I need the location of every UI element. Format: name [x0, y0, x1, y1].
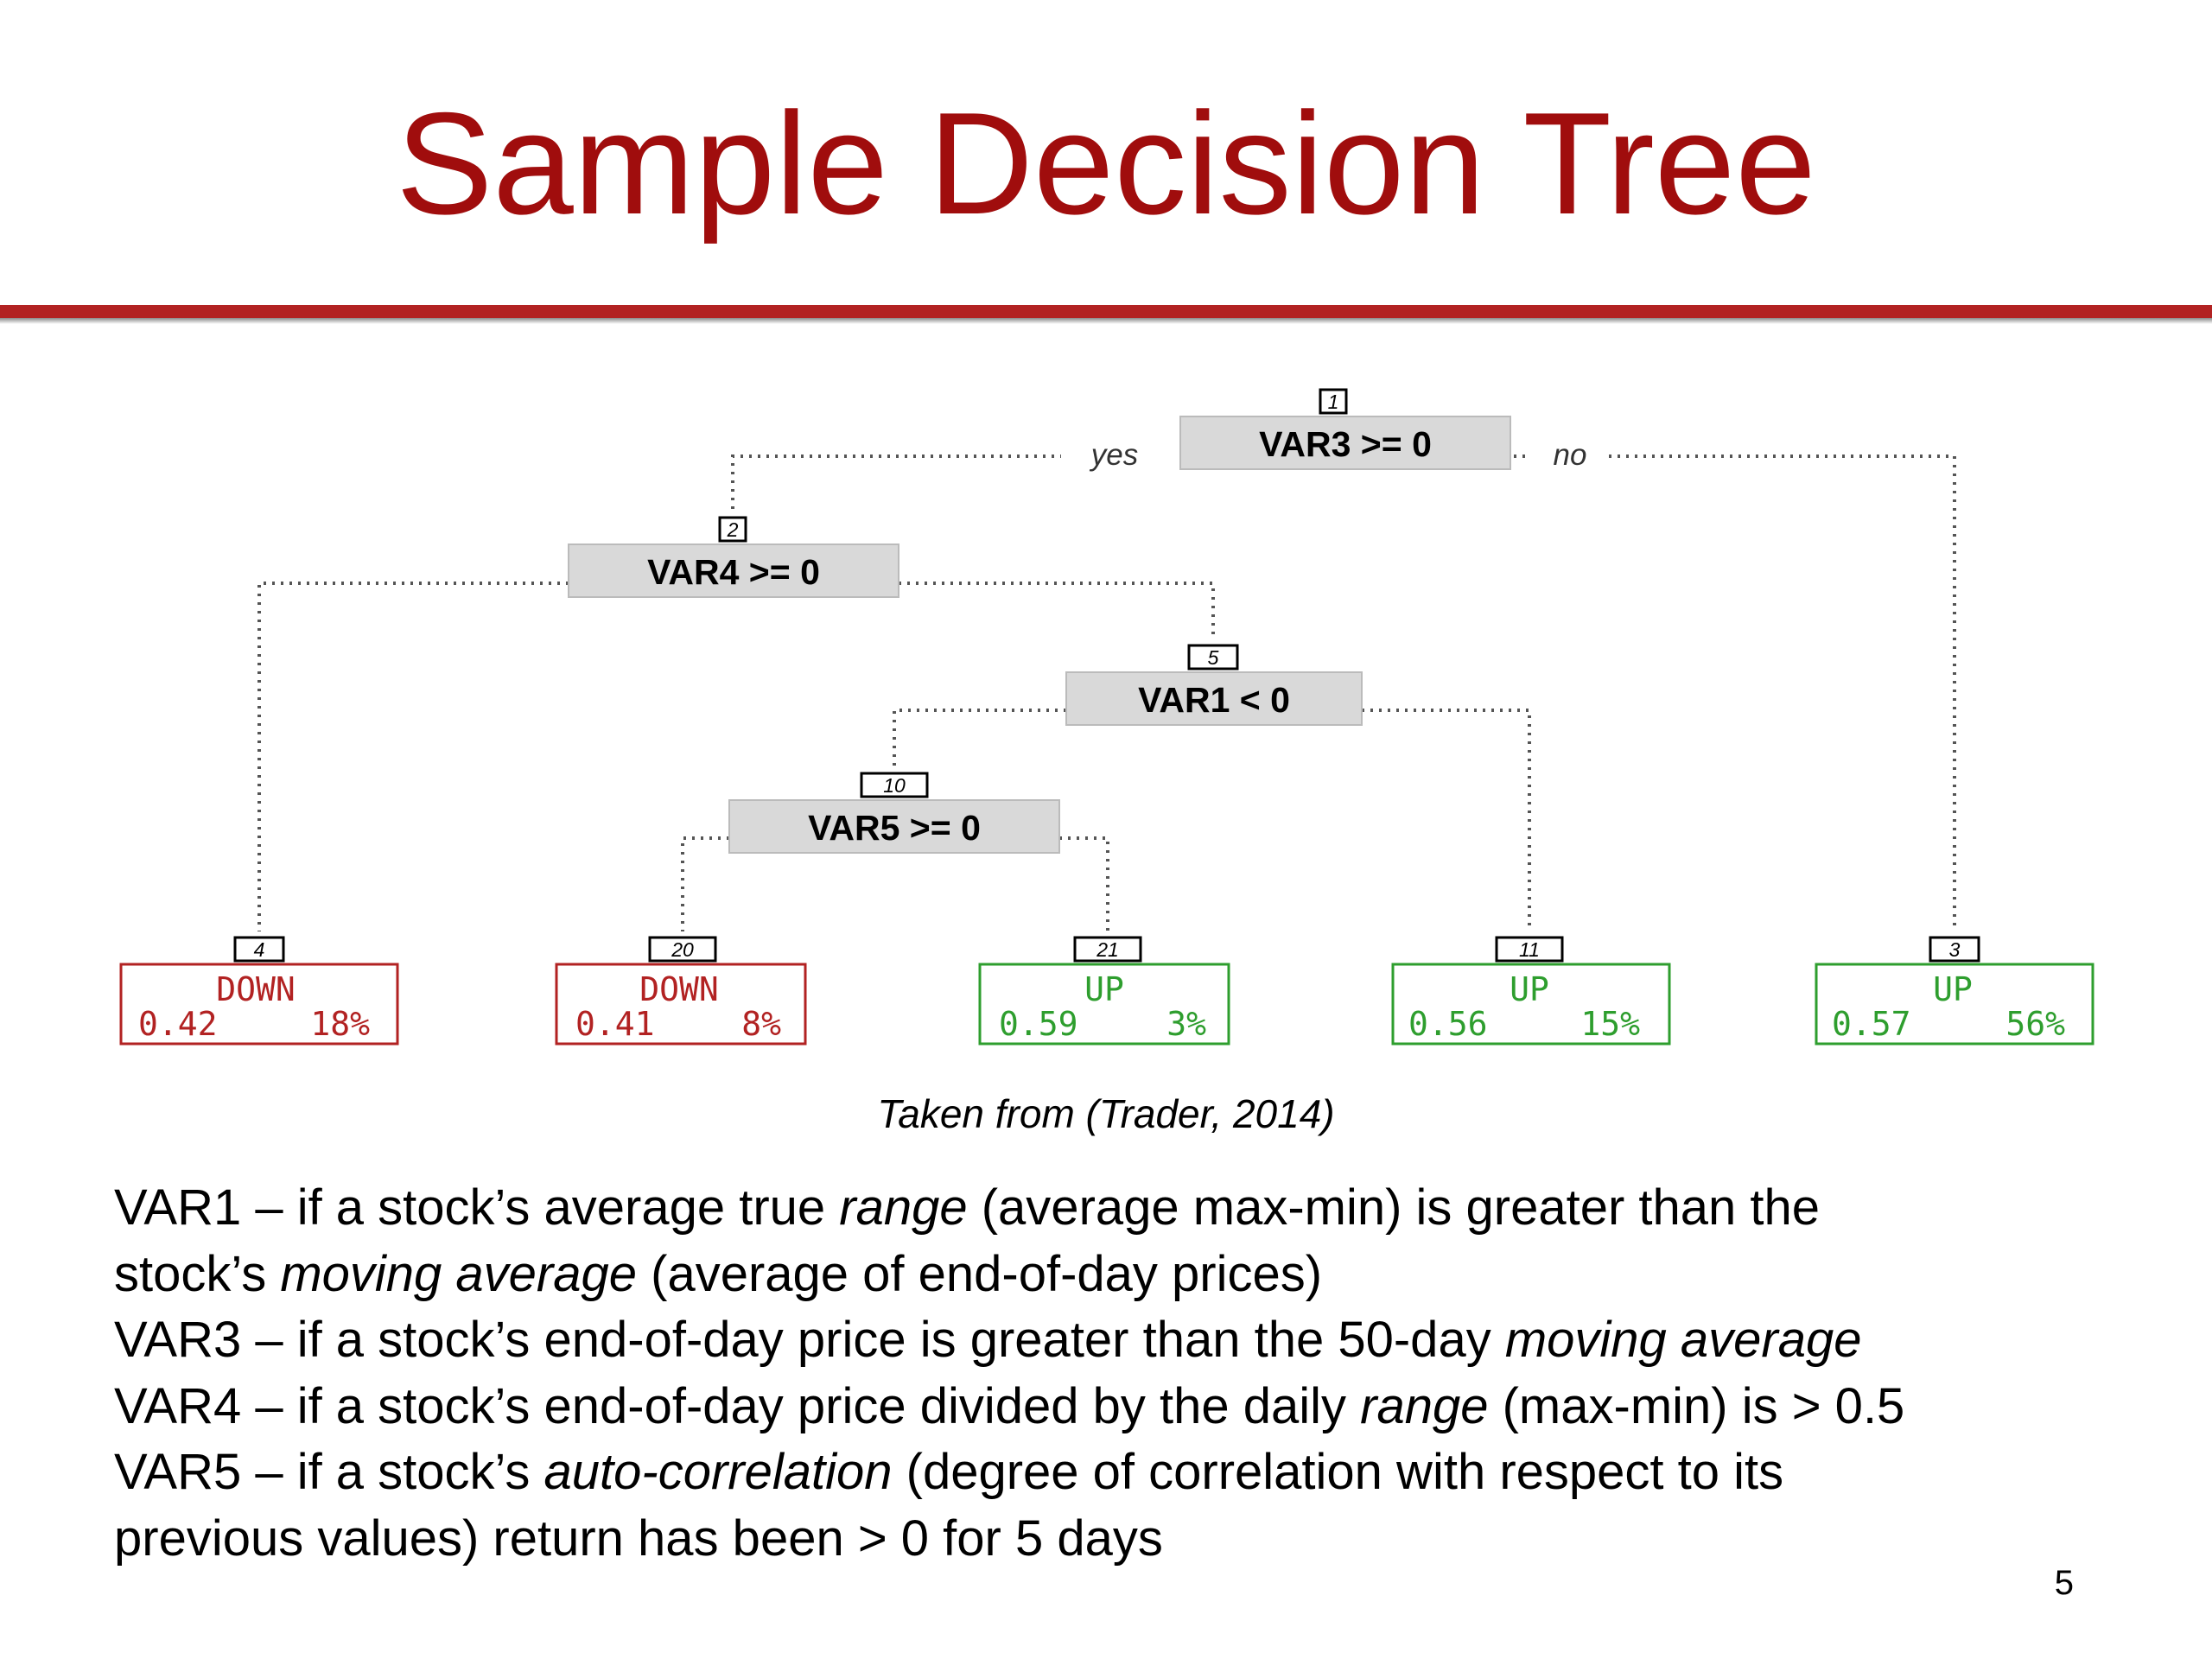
node-id: 1: [1328, 391, 1339, 413]
definition-line: VAR5 – if a stock’s auto-correlation (de…: [114, 1444, 1784, 1500]
definition-line: stock’s moving average (average of end-o…: [114, 1245, 1323, 1302]
leaf-id: 21: [1096, 938, 1119, 961]
node-label: VAR4 >= 0: [647, 552, 820, 592]
edge-label-yes: yes: [1090, 438, 1138, 472]
leaf-prob: 0.41: [575, 1005, 655, 1043]
definition-line: previous values) return has been > 0 for…: [114, 1510, 1163, 1567]
node-label: VAR1 < 0: [1138, 680, 1290, 720]
edge-label-no: no: [1554, 438, 1587, 472]
tree-edges: [257, 454, 1956, 931]
leaf-pct: 3%: [1166, 1005, 1206, 1043]
node-label: VAR5 >= 0: [808, 808, 981, 848]
edge-2-to-4: [257, 582, 569, 931]
definition-line: VAR1 – if a stock’s average true range (…: [114, 1179, 1821, 1236]
definition-line: VAR3 – if a stock’s end-of-day price is …: [114, 1312, 1862, 1368]
definition-line: VAR4 – if a stock’s end-of-day price div…: [114, 1377, 1905, 1434]
node-5: 5 VAR1 < 0: [1065, 644, 1363, 726]
leaf-class: DOWN: [639, 970, 719, 1008]
leaf-11: 11 UP 0.56 15%: [1391, 936, 1671, 1046]
leaf-id: 3: [1949, 938, 1961, 961]
node-2: 2 VAR4 >= 0: [568, 516, 899, 598]
edge-1-to-3: [1514, 454, 1956, 931]
leaf-21: 21 UP 0.59 3%: [978, 936, 1230, 1046]
leaf-prob: 0.56: [1408, 1005, 1488, 1043]
page-number: 5: [2054, 1564, 2074, 1602]
leaf-class: UP: [1933, 970, 1973, 1008]
leaf-prob: 0.59: [999, 1005, 1078, 1043]
leaf-class: DOWN: [216, 970, 296, 1008]
leaf-4: 4 DOWN 0.42 18%: [119, 936, 399, 1046]
edge-1-to-2: [731, 454, 1071, 512]
edge-5-to-11: [1362, 709, 1531, 931]
leaf-prob: 0.42: [138, 1005, 218, 1043]
leaf-3: 3 UP 0.57 56%: [1815, 936, 2094, 1046]
edge-2-to-5: [899, 582, 1215, 639]
node-label: VAR3 >= 0: [1259, 424, 1432, 464]
leaf-class: UP: [1510, 970, 1549, 1008]
leaf-pct: 18%: [310, 1005, 370, 1043]
leaf-id: 4: [254, 938, 265, 961]
leaf-id: 20: [671, 938, 694, 961]
leaf-pct: 15%: [1580, 1005, 1640, 1043]
leaf-id: 11: [1519, 938, 1540, 961]
edge-5-to-10: [893, 709, 1066, 767]
node-10: 10 VAR5 >= 0: [728, 772, 1060, 854]
leaf-class: UP: [1084, 970, 1124, 1008]
title-divider-shadow: [0, 318, 2212, 324]
edge-10-to-20: [681, 836, 729, 931]
leaf-pct: 56%: [2005, 1005, 2065, 1043]
slide-title: Sample Decision Tree: [396, 82, 1816, 245]
node-id: 5: [1208, 646, 1219, 669]
edge-10-to-21: [1059, 836, 1109, 931]
title-divider: [0, 305, 2212, 318]
leaf-prob: 0.57: [1832, 1005, 1911, 1043]
leaf-pct: 8%: [741, 1005, 781, 1043]
node-1: 1 VAR3 >= 0: [1179, 388, 1511, 470]
leaf-20: 20 DOWN 0.41 8%: [555, 936, 807, 1046]
node-id: 10: [883, 774, 906, 797]
node-id: 2: [727, 518, 739, 541]
variable-definitions: VAR1 – if a stock’s average true range (…: [114, 1175, 2136, 1572]
figure-caption: Taken from (Trader, 2014): [877, 1091, 1335, 1136]
